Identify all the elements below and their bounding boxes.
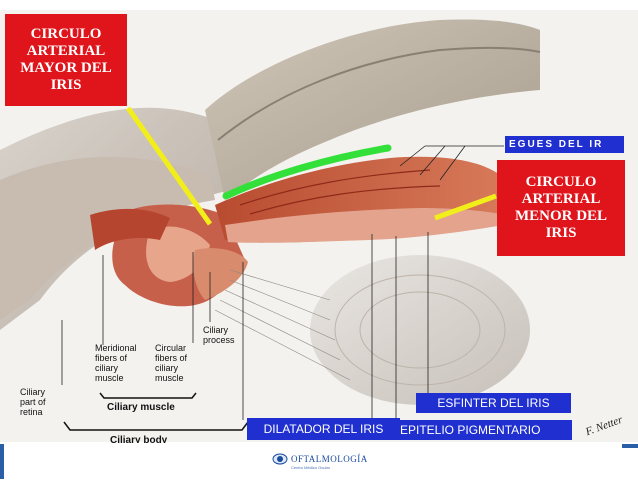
iris-pigment-layer xyxy=(225,208,500,243)
footer xyxy=(0,443,638,479)
cornea xyxy=(205,19,540,201)
iris-fold-1 xyxy=(239,169,431,206)
label-circulo-mayor-text: CIRCULO ARTERIAL MAYOR DEL IRIS xyxy=(20,26,112,93)
label-esfinter-del-iris: ESFINTER DEL IRIS xyxy=(416,393,571,413)
label-meridional-fibers: Meridional fibers of ciliary muscle xyxy=(95,343,137,383)
footer-logo-text: OFTALMOLOGÍA xyxy=(291,454,368,464)
label-epitelio-text: EPITELIO PIGMENTARIO xyxy=(400,423,541,437)
ciliary-process xyxy=(193,248,248,300)
eye-logo-icon xyxy=(272,453,288,465)
bracket-ciliary-muscle xyxy=(99,392,197,399)
meridional-fibers xyxy=(90,208,170,250)
iris-fold-2 xyxy=(249,185,441,215)
label-dilatador-text: DILATADOR DEL IRIS xyxy=(263,422,384,436)
label-pliegues-del-iris: EGUES DEL IR xyxy=(505,136,624,153)
top-strip xyxy=(0,0,638,10)
footer-right-accent xyxy=(622,444,638,448)
lens xyxy=(310,255,530,405)
label-epitelio-pigmentario: EPITELIO PIGMENTARIO xyxy=(400,420,572,440)
label-circular-fibers: Circular fibers of ciliary muscle xyxy=(155,343,188,383)
bottom-leaders xyxy=(61,232,429,420)
lens-ring-2 xyxy=(359,291,481,369)
green-highlight xyxy=(222,144,392,200)
footer-left-accent xyxy=(0,444,4,479)
footer-logo-subtext: Centro Médico Ocular xyxy=(291,465,330,470)
pliegues-leaders xyxy=(399,145,504,181)
lens-ring-1 xyxy=(334,274,506,386)
pointer-circulo-menor xyxy=(434,193,497,221)
label-ciliary-body: Ciliary body xyxy=(110,435,168,446)
choroid xyxy=(0,156,215,320)
label-ciliary-muscle: Ciliary muscle xyxy=(107,402,175,413)
label-circulo-arterial-menor: CIRCULO ARTERIAL MENOR DEL IRIS xyxy=(497,160,625,256)
bracket-ciliary-body xyxy=(63,421,249,431)
label-esfinter-text: ESFINTER DEL IRIS xyxy=(437,396,550,410)
label-dilatador-del-iris: DILATADOR DEL IRIS xyxy=(247,418,400,440)
pointer-circulo-mayor xyxy=(125,106,213,226)
cornea-inner-line xyxy=(217,46,541,141)
label-ciliary-part-of-retina: Ciliary part of retina xyxy=(20,387,46,417)
label-circulo-arterial-mayor: CIRCULO ARTERIAL MAYOR DEL IRIS xyxy=(5,14,127,106)
label-pliegues-text: EGUES DEL IR xyxy=(509,139,604,150)
label-circulo-menor-text: CIRCULO ARTERIAL MENOR DEL IRIS xyxy=(514,174,608,241)
label-ciliary-process: Ciliary process xyxy=(203,325,235,345)
